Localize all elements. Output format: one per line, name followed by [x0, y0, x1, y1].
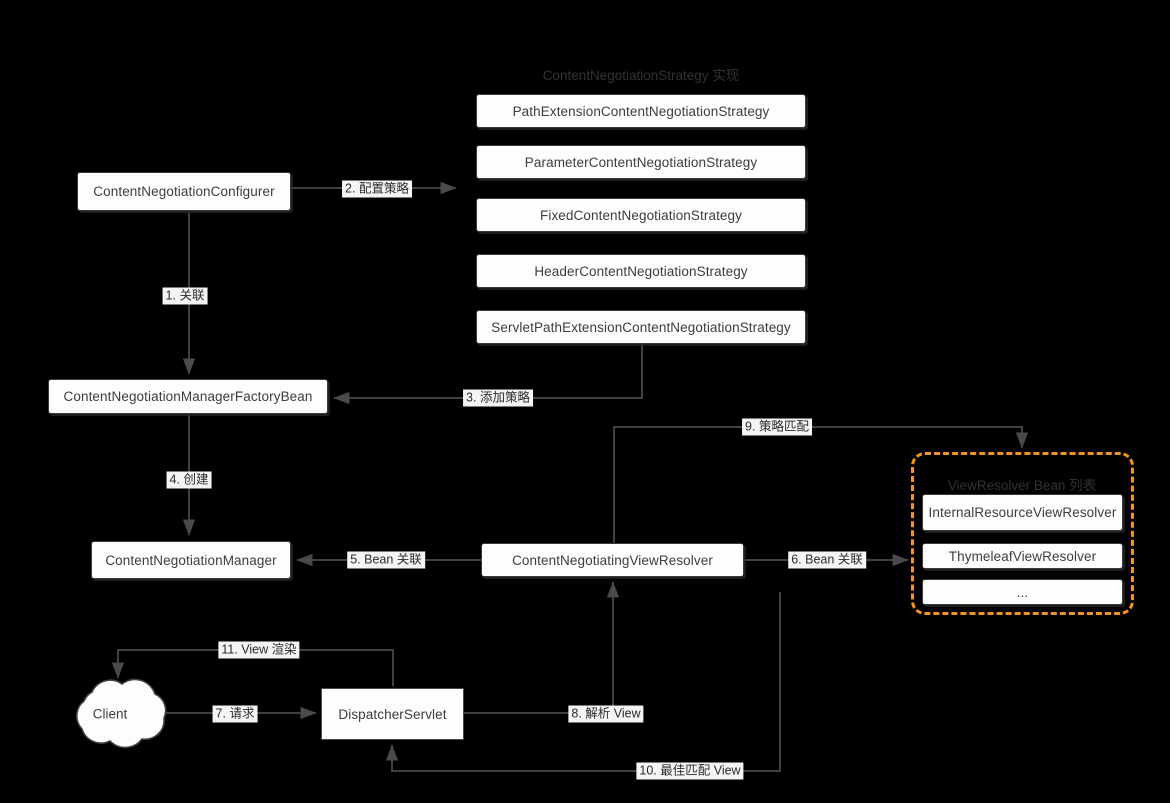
edge-10-path — [385, 592, 781, 772]
edge-label-5: 5. Bean 关联 — [347, 551, 425, 569]
edge-label-10: 10. 最佳匹配 View — [636, 762, 744, 780]
strategy-box-header[interactable]: HeaderContentNegotiationStrategy — [476, 254, 806, 288]
edge-label-9: 9. 策略匹配 — [742, 418, 812, 436]
view-resolver-box-more[interactable]: ... — [922, 579, 1123, 605]
edge-label-4: 4. 创建 — [166, 471, 212, 489]
edge-label-2: 2. 配置策略 — [342, 180, 412, 198]
strategy-box-fixed[interactable]: FixedContentNegotiationStrategy — [476, 198, 806, 232]
strategy-box-parameter[interactable]: ParameterContentNegotiationStrategy — [476, 145, 806, 179]
client-label: Client — [92, 706, 128, 722]
view-resolver-group-title: ViewResolver Bean 列表 — [947, 478, 1097, 493]
node-content-negotiation-manager[interactable]: ContentNegotiationManager — [91, 541, 291, 579]
edge-label-6: 6. Bean 关联 — [788, 551, 866, 569]
strategy-box-servlet-path-extension[interactable]: ServletPathExtensionContentNegotiationSt… — [476, 310, 806, 344]
edge-label-1: 1. 关联 — [162, 287, 208, 305]
node-dispatcher-servlet[interactable]: DispatcherServlet — [321, 688, 464, 740]
edge-label-3: 3. 添加策略 — [463, 389, 533, 407]
edge-label-8: 8. 解析 View — [568, 705, 644, 723]
edge-8-path — [464, 581, 620, 714]
node-content-negotiating-view-resolver[interactable]: ContentNegotiatingViewResolver — [481, 543, 744, 577]
strategy-group-title: ContentNegotiationStrategy 实现 — [542, 68, 740, 83]
node-content-negotiation-manager-factory-bean[interactable]: ContentNegotiationManagerFactoryBean — [48, 379, 328, 414]
view-resolver-box-internal-resource[interactable]: InternalResourceViewResolver — [922, 494, 1123, 531]
node-content-negotiation-configurer[interactable]: ContentNegotiationConfigurer — [77, 172, 291, 211]
view-resolver-box-thymeleaf[interactable]: ThymeleafViewResolver — [922, 543, 1123, 569]
view-resolver-group — [911, 452, 1134, 615]
edge-label-11: 11. View 渲染 — [218, 641, 300, 659]
edge-label-7: 7. 请求 — [212, 705, 258, 723]
strategy-box-path-extension[interactable]: PathExtensionContentNegotiationStrategy — [476, 94, 806, 128]
